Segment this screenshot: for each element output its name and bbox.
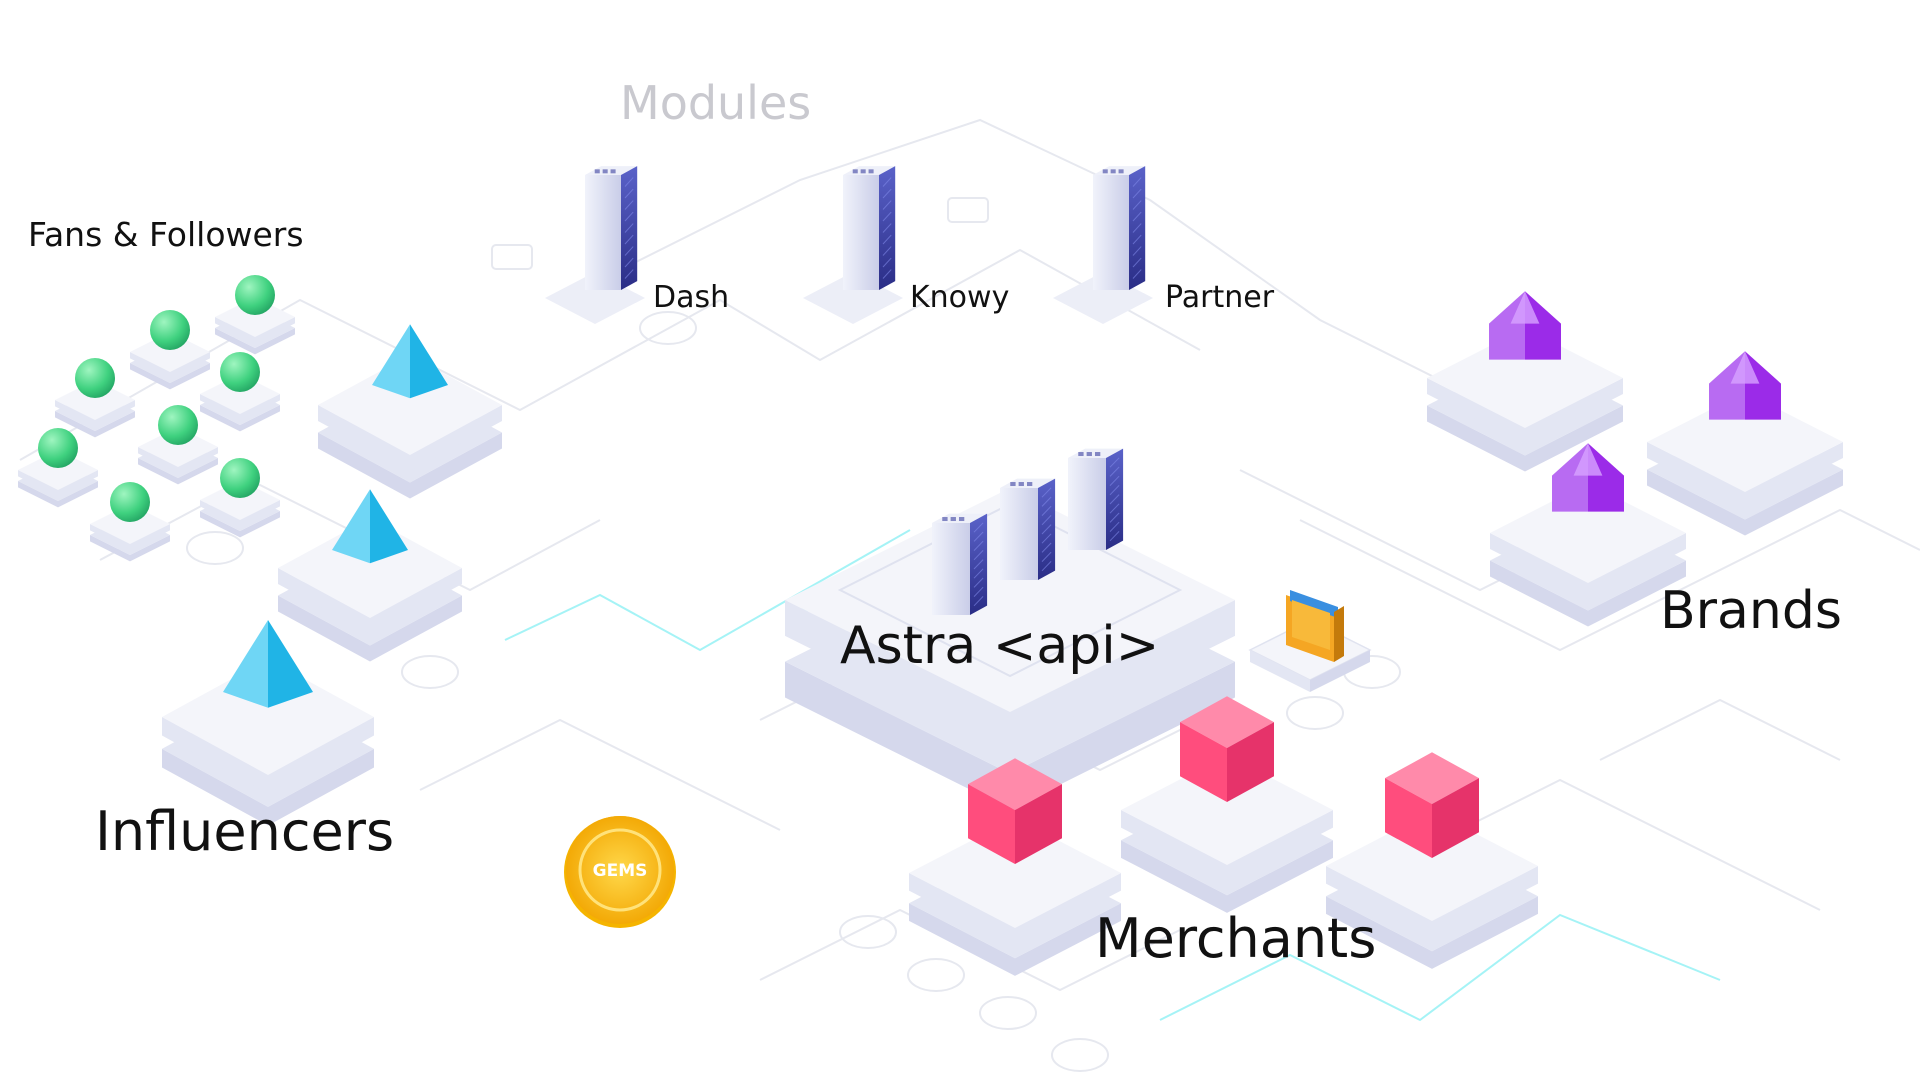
fan-platform bbox=[215, 297, 295, 355]
module-knowy-label: Knowy bbox=[910, 280, 1010, 315]
astra-api-label: Astra <api> bbox=[840, 616, 1160, 676]
blue-pyramid-icon bbox=[372, 324, 448, 399]
green-sphere-icon bbox=[150, 310, 190, 350]
brand-platform bbox=[1427, 328, 1623, 472]
pink-cube-icon bbox=[968, 758, 1062, 865]
api-platform bbox=[785, 488, 1235, 810]
gems-coin-icon: GEMS bbox=[564, 816, 676, 928]
influencer-platform bbox=[162, 659, 374, 826]
green-sphere-icon bbox=[235, 275, 275, 315]
influencer-platform bbox=[278, 518, 462, 662]
server-stack-icon bbox=[1068, 448, 1124, 550]
fan-platform bbox=[90, 504, 170, 562]
wallet-icon bbox=[1248, 590, 1372, 692]
influencers-label: Influencers bbox=[95, 800, 395, 863]
brands-label: Brands bbox=[1660, 581, 1842, 641]
module-server-partner bbox=[1093, 166, 1146, 290]
fan-platform bbox=[200, 374, 280, 432]
fan-platform bbox=[130, 332, 210, 390]
green-sphere-icon bbox=[75, 358, 115, 398]
purple-gem-icon bbox=[1552, 443, 1624, 512]
server-stack-icon bbox=[932, 513, 988, 615]
merchants-group bbox=[909, 696, 1538, 976]
merchant-platform bbox=[1326, 811, 1538, 969]
modules-title: Modules bbox=[620, 76, 812, 130]
modules-group bbox=[545, 166, 1153, 324]
brands-group bbox=[1427, 291, 1843, 627]
pink-cube-icon bbox=[1180, 696, 1274, 803]
green-sphere-icon bbox=[220, 352, 260, 392]
brand-platform bbox=[1647, 392, 1843, 536]
purple-gem-icon bbox=[1489, 291, 1561, 360]
green-sphere-icon bbox=[158, 405, 198, 445]
blue-pyramid-icon bbox=[332, 489, 408, 564]
circuit-lines bbox=[19, 118, 1920, 1072]
fans-followers-group bbox=[18, 275, 295, 562]
merchant-platform bbox=[1121, 755, 1333, 913]
module-server-dash bbox=[585, 166, 638, 290]
fan-platform bbox=[138, 427, 218, 485]
gems-label: GEMS bbox=[593, 861, 648, 881]
green-sphere-icon bbox=[110, 482, 150, 522]
green-sphere-icon bbox=[38, 428, 78, 468]
server-stack-icon bbox=[1000, 478, 1056, 580]
pink-cube-icon bbox=[1385, 752, 1479, 859]
fans-followers-label: Fans & Followers bbox=[28, 215, 304, 254]
brand-platform bbox=[1490, 483, 1686, 627]
fan-platform bbox=[55, 380, 135, 438]
influencer-platform bbox=[318, 355, 502, 499]
blue-pyramid-icon bbox=[223, 620, 313, 708]
merchants-label: Merchants bbox=[1095, 907, 1377, 970]
astra-api-platform bbox=[785, 448, 1235, 810]
module-server-knowy bbox=[843, 166, 896, 290]
module-partner-label: Partner bbox=[1165, 280, 1275, 315]
module-dash-label: Dash bbox=[653, 280, 730, 315]
purple-gem-icon bbox=[1709, 351, 1781, 420]
fan-platform bbox=[18, 450, 98, 508]
influencers-group bbox=[162, 324, 502, 826]
merchant-platform bbox=[909, 818, 1121, 976]
fan-platform bbox=[200, 480, 280, 538]
green-sphere-icon bbox=[220, 458, 260, 498]
